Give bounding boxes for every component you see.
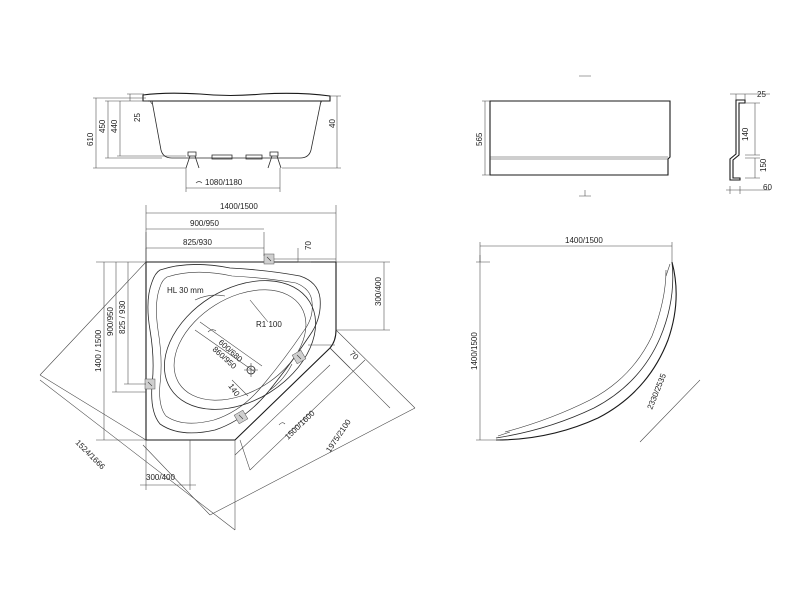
tub-side-rim (142, 92, 331, 102)
panel-front-view: 565 (475, 75, 671, 197)
dim-panel-plan-arc: 2330/2535 (646, 372, 669, 411)
dim-plan-1524: 1524/1666 (74, 438, 107, 471)
dim-plan-1500: 1500/1600 (283, 408, 317, 441)
dim-plan-1400: 1400/1500 (220, 202, 258, 211)
dim-plan-300-bottom: 300/400 (146, 473, 175, 482)
dim-plan-825-left: 825 / 930 (118, 300, 127, 334)
panel-body (489, 100, 671, 176)
tub-side-body (151, 100, 322, 159)
dim-140-profile: 140 (741, 127, 750, 141)
side-view: 610 450 440 25 40 1080/1180 (86, 92, 341, 192)
plan-view: 1400/1500 900/950 825/930 70 300/400 140… (39, 202, 416, 531)
panel-curve-outer (495, 261, 677, 441)
dim-1080: 1080/1180 (205, 178, 243, 187)
dim-plan-1975: 1975/2100 (324, 417, 353, 454)
dim-plan-300-right: 300/400 (374, 277, 383, 306)
panel-curve-inner (495, 261, 674, 439)
label-hl: HL 30 mm (167, 286, 204, 295)
panel-plan-view: 1400/1500 1400/1500 2330/2535 (470, 236, 701, 443)
dim-plan-900: 900/950 (190, 219, 219, 228)
dim-plan-825: 825/930 (183, 238, 212, 247)
dim-plan-140: 140 (226, 382, 241, 399)
dim-25: 25 (133, 113, 142, 122)
dim-plan-1400-left: 1400 / 1500 (94, 329, 103, 372)
label-radius: R1 100 (256, 320, 282, 329)
basin-ellipse (163, 280, 317, 410)
tub-legs (185, 151, 282, 169)
tub-inner-rim (147, 264, 321, 434)
dim-plan-70-top: 70 (304, 241, 313, 250)
dim-plan-900-left: 900/950 (106, 307, 115, 336)
dim-450: 450 (98, 119, 107, 133)
panel-profile-view: 25 140 150 60 (726, 90, 772, 194)
dim-565: 565 (475, 132, 484, 146)
dim-440: 440 (110, 119, 119, 133)
dim-150-profile: 150 (759, 158, 768, 172)
dim-610: 610 (86, 132, 95, 146)
dim-25-profile: 25 (757, 90, 766, 99)
dim-40: 40 (328, 119, 337, 128)
dim-plan-70-diag: 70 (348, 349, 361, 362)
dim-panel-plan-1400-left: 1400/1500 (470, 332, 479, 370)
dim-panel-plan-1400-top: 1400/1500 (565, 236, 603, 245)
dim-60-profile: 60 (763, 183, 772, 192)
